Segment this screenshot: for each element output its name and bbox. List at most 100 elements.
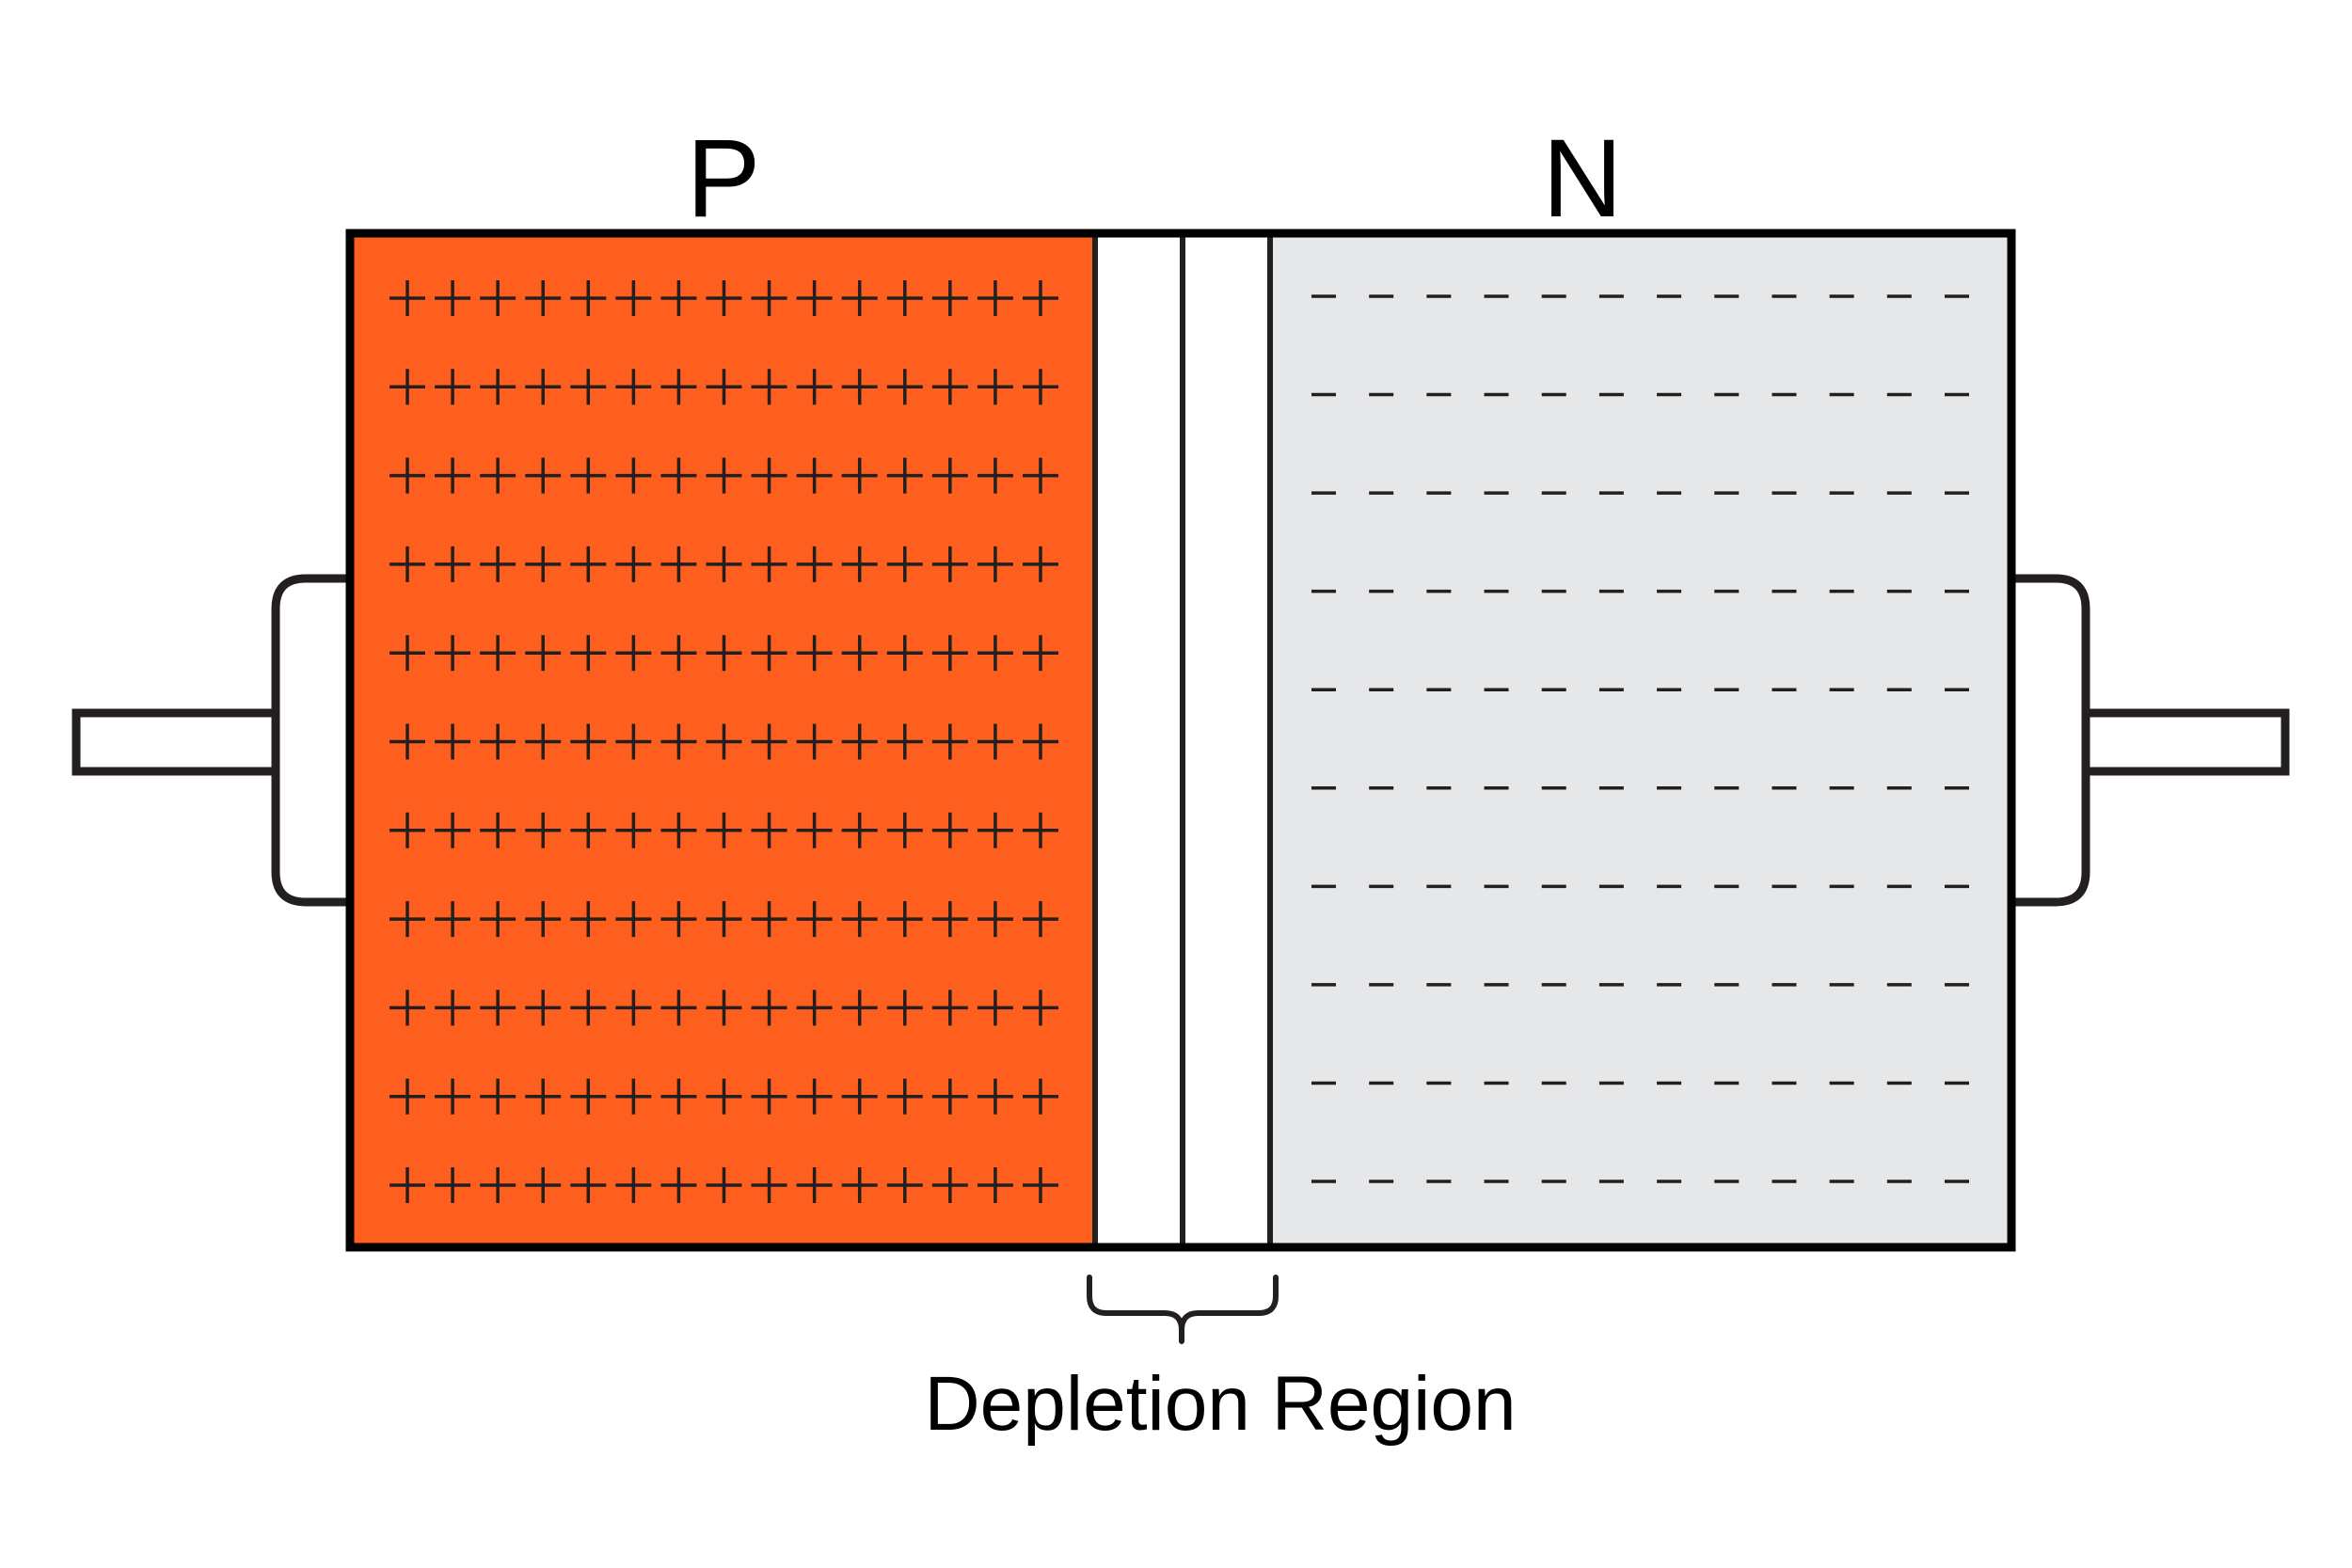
plus-charge: [389, 901, 425, 938]
plus-charge: [660, 990, 697, 1026]
plus-charge: [525, 812, 562, 848]
plus-charge: [706, 369, 742, 405]
plus-charge: [389, 546, 425, 582]
plus-charge: [660, 723, 697, 760]
plus-charge: [480, 635, 516, 672]
plus-charge: [841, 1078, 878, 1115]
plus-charge: [751, 901, 787, 938]
plus-charge: [389, 990, 425, 1026]
plus-charge: [841, 635, 878, 672]
plus-charge: [931, 1167, 968, 1203]
plus-charge: [615, 635, 652, 672]
plus-charge: [1023, 1078, 1058, 1115]
plus-charge: [480, 1078, 516, 1115]
plus-charge: [931, 280, 968, 316]
depletion-region-brace: [1087, 1275, 1279, 1344]
plus-charge: [886, 1078, 923, 1115]
plus-charge: [615, 457, 652, 494]
plus-charge: [660, 369, 697, 405]
plus-charge: [931, 546, 968, 582]
plus-charge: [660, 635, 697, 672]
plus-charge: [796, 990, 833, 1026]
plus-charge: [570, 369, 607, 405]
plus-charge: [886, 723, 923, 760]
plus-charge: [435, 1167, 471, 1203]
plus-charge: [660, 812, 697, 848]
plus-charge: [796, 280, 833, 316]
plus-charge: [796, 369, 833, 405]
plus-charge: [525, 369, 562, 405]
plus-charge: [751, 457, 787, 494]
plus-charge: [389, 1167, 425, 1203]
plus-charge: [796, 457, 833, 494]
plus-charge: [886, 901, 923, 938]
plus-charge: [751, 990, 787, 1026]
plus-charge: [931, 723, 968, 760]
plus-charge: [480, 901, 516, 938]
plus-charge: [796, 1078, 833, 1115]
p-region-label: P: [687, 117, 761, 241]
plus-charge: [480, 280, 516, 316]
plus-charge: [615, 280, 652, 316]
plus-charge: [886, 635, 923, 672]
plus-charge: [931, 457, 968, 494]
plus-charge: [706, 280, 742, 316]
plus-charge: [660, 280, 697, 316]
plus-charge: [886, 369, 923, 405]
plus-charge: [435, 546, 471, 582]
plus-charge: [706, 812, 742, 848]
plus-charge: [525, 990, 562, 1026]
plus-charge: [435, 812, 471, 848]
plus-charge: [796, 812, 833, 848]
plus-charge: [1023, 369, 1058, 405]
plus-charge: [525, 901, 562, 938]
plus-charge: [615, 723, 652, 760]
plus-charge: [751, 546, 787, 582]
n-region-label: N: [1542, 117, 1622, 241]
plus-charge: [796, 723, 833, 760]
plus-charge: [435, 280, 471, 316]
plus-charge: [706, 1078, 742, 1115]
plus-charge: [389, 1078, 425, 1115]
plus-charge: [977, 635, 1013, 672]
plus-charge: [886, 280, 923, 316]
plus-charge: [1023, 457, 1058, 494]
plus-charge: [525, 723, 562, 760]
plus-charge: [841, 901, 878, 938]
plus-charge: [931, 812, 968, 848]
plus-charge: [977, 990, 1013, 1026]
plus-charge: [389, 812, 425, 848]
plus-charge: [751, 1078, 787, 1115]
plus-charge: [570, 1167, 607, 1203]
plus-charge: [796, 901, 833, 938]
plus-charge: [1023, 990, 1058, 1026]
plus-charge: [977, 723, 1013, 760]
plus-charge: [480, 1167, 516, 1203]
plus-charge: [886, 457, 923, 494]
plus-charge: [796, 546, 833, 582]
plus-charge: [977, 280, 1013, 316]
plus-charge: [841, 812, 878, 848]
plus-charge: [931, 990, 968, 1026]
plus-charge: [525, 457, 562, 494]
n-region-charges: [1311, 294, 1969, 1183]
plus-charge: [751, 1167, 787, 1203]
plus-charge: [525, 280, 562, 316]
plus-charge: [660, 457, 697, 494]
plus-charge: [841, 369, 878, 405]
plus-charge: [435, 990, 471, 1026]
plus-charge: [886, 1167, 923, 1203]
plus-charge: [977, 1078, 1013, 1115]
plus-charge: [435, 1078, 471, 1115]
plus-charge: [389, 723, 425, 760]
plus-charge: [841, 990, 878, 1026]
plus-charge: [480, 990, 516, 1026]
plus-charge: [886, 990, 923, 1026]
n-region: [1270, 233, 2011, 1247]
junction-outline: [345, 229, 2016, 1252]
plus-charge: [1023, 546, 1058, 582]
plus-charge: [525, 635, 562, 672]
plus-charge: [480, 546, 516, 582]
plus-charge: [1023, 1167, 1058, 1203]
